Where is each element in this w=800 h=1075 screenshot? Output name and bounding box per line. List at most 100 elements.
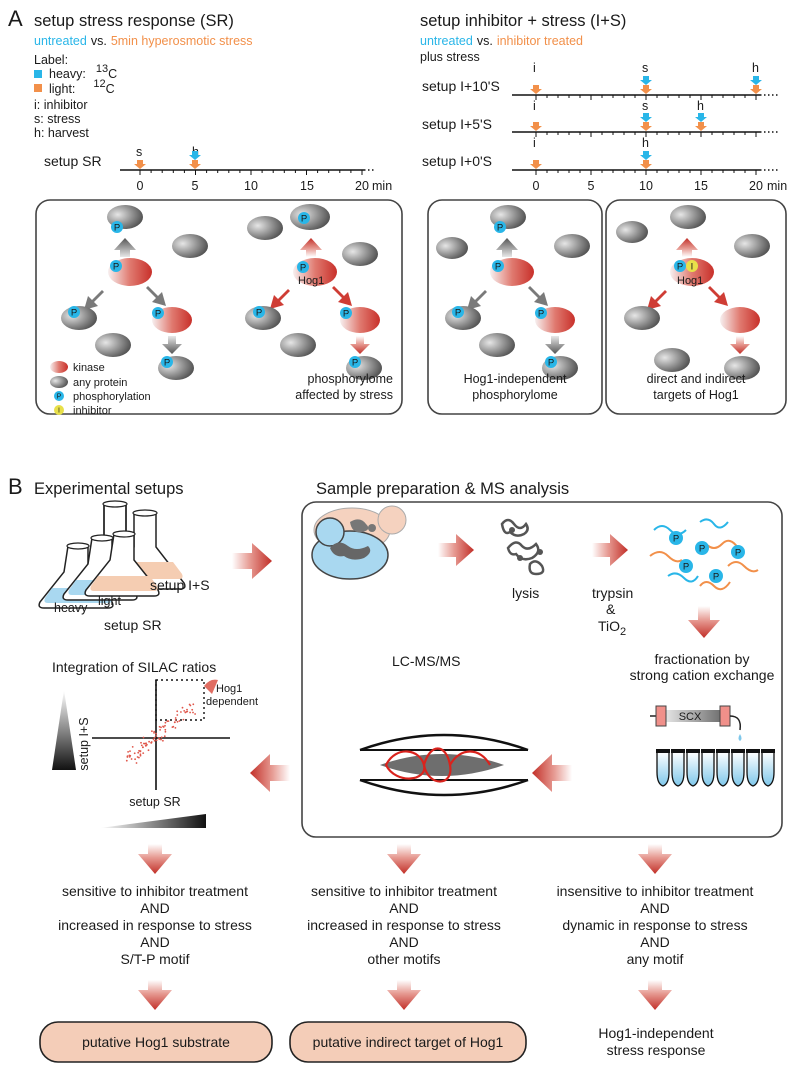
- svg-text:sensitive to inhibitor treatme: sensitive to inhibitor treatment: [62, 883, 248, 899]
- arrow-trypsin: [592, 534, 628, 566]
- yeast-cells: [311, 505, 407, 580]
- criteria-col3: insensitive to inhibitor treatment AND d…: [557, 883, 754, 967]
- heavy-swatch: [34, 70, 42, 78]
- sr-tick-labels: 0 5 10 15 20 min: [137, 179, 393, 193]
- svg-text:h: h: [642, 136, 649, 150]
- box1-left-network: P P P P P: [61, 205, 208, 380]
- svg-text:0: 0: [137, 179, 144, 193]
- svg-text:P: P: [256, 308, 262, 319]
- setup-sr-label: setup SR: [104, 617, 162, 633]
- box1-legend: kinase any protein P phosphorylation I i…: [50, 361, 151, 417]
- arrow-col1: [138, 844, 172, 874]
- svg-text:P: P: [497, 223, 503, 234]
- svg-text:P: P: [713, 572, 719, 583]
- result-independent-1: Hog1-independent: [598, 1025, 713, 1041]
- box-hog1-independent: [427, 199, 603, 415]
- tio2-label: TiO2: [598, 618, 626, 638]
- svg-text:h: h: [752, 61, 759, 75]
- box2-caption-1: Hog1-independent: [464, 372, 567, 386]
- svg-text:P: P: [164, 358, 170, 369]
- is-plus-stress: plus stress: [420, 50, 480, 64]
- svg-text:P: P: [699, 544, 705, 555]
- axis-setup-sr: setup SR: [129, 795, 180, 809]
- svg-text:any protein: any protein: [73, 377, 127, 389]
- amp-label: &: [606, 601, 616, 617]
- svg-text:kinase: kinase: [73, 362, 105, 374]
- flask-heavy-label: heavy: [54, 601, 88, 615]
- svg-text:P: P: [301, 214, 307, 225]
- svg-text:increased in response to stres: increased in response to stress: [58, 917, 252, 933]
- svg-text:i: i: [533, 99, 536, 113]
- svg-text:inhibitor: inhibitor: [73, 405, 112, 417]
- box3-network: P I Hog1: [616, 205, 770, 380]
- lysis-label: lysis: [512, 585, 539, 601]
- svg-text:AND: AND: [640, 900, 670, 916]
- arrow-col2: [387, 844, 421, 874]
- svg-text:min: min: [767, 179, 787, 193]
- svg-text:5: 5: [192, 179, 199, 193]
- arrow-to-lcms: [532, 754, 572, 792]
- svg-text:P: P: [548, 358, 554, 369]
- criteria-col1: sensitive to inhibitor treatment AND inc…: [58, 883, 252, 967]
- svg-text:i: i: [533, 61, 536, 75]
- box1-caption-1: phosphorylome: [308, 372, 394, 386]
- svg-text:0: 0: [533, 179, 540, 193]
- is-timelines: [512, 76, 778, 175]
- arrow-to-integration: [250, 754, 290, 792]
- arrow-result1: [138, 980, 172, 1010]
- svg-text:other motifs: other motifs: [367, 951, 440, 967]
- svg-text:P: P: [673, 534, 679, 545]
- box3-caption-1: direct and indirect: [647, 372, 746, 386]
- lcms-label: LC-MS/MS: [392, 653, 460, 669]
- is-row-label-5: setup I+5'S: [422, 116, 492, 132]
- sr-timeline: [120, 169, 376, 175]
- svg-text:15: 15: [694, 179, 708, 193]
- svg-text:P: P: [538, 309, 544, 320]
- box2-network: P P P P P: [436, 205, 590, 380]
- light-label: light:12C: [49, 78, 115, 96]
- integration-title: Integration of SILAC ratios: [52, 659, 216, 675]
- svg-text:P: P: [71, 308, 77, 319]
- svg-text:i: i: [533, 136, 536, 150]
- svg-text:insensitive to inhibitor treat: insensitive to inhibitor treatment: [557, 883, 754, 899]
- svg-text:AND: AND: [389, 934, 419, 950]
- arrow-fractionation: [688, 606, 720, 638]
- svg-text:P: P: [114, 223, 120, 234]
- sr-row-label: setup SR: [44, 153, 102, 169]
- svg-text:AND: AND: [389, 900, 419, 916]
- heavy-label: heavy:13C: [49, 63, 117, 81]
- legend-harvest: h: harvest: [34, 126, 89, 140]
- result-indirect-target: putative indirect target of Hog1: [313, 1034, 504, 1050]
- axis-setup-is: setup I+S: [77, 717, 91, 770]
- silac-scatter: [52, 679, 230, 828]
- svg-text:any motif: any motif: [627, 951, 684, 967]
- criteria-col2: sensitive to inhibitor treatment AND inc…: [307, 883, 501, 967]
- svg-text:P: P: [677, 262, 683, 273]
- sr-arrow-markers: [134, 151, 201, 169]
- peptides: P P P P P: [649, 518, 759, 591]
- svg-text:increased in response to stres: increased in response to stress: [307, 917, 501, 933]
- fractionation-label-1: fractionation by: [655, 651, 750, 667]
- svg-text:h: h: [697, 99, 704, 113]
- svg-text:P: P: [57, 394, 62, 401]
- box-hog1-targets: [605, 199, 787, 415]
- is-title: setup inhibitor + stress (I+S): [420, 12, 626, 30]
- sample-title: Sample preparation & MS analysis: [316, 480, 569, 498]
- box1-right-network: P P Hog1 P P P: [245, 204, 382, 380]
- svg-text:P: P: [735, 548, 741, 559]
- svg-text:AND: AND: [140, 934, 170, 950]
- sr-title: setup stress response (SR): [34, 12, 234, 30]
- panel-b-letter: B: [8, 474, 23, 499]
- svg-text:10: 10: [639, 179, 653, 193]
- result-independent-2: stress response: [607, 1042, 706, 1058]
- box-stress-phosphorylome: [35, 199, 403, 415]
- svg-text:min: min: [372, 179, 392, 193]
- box1-caption-2: affected by stress: [295, 388, 393, 402]
- box3-caption-2: targets of Hog1: [653, 388, 739, 402]
- svg-text:AND: AND: [140, 900, 170, 916]
- svg-text:I: I: [58, 408, 60, 415]
- hog1-dependent-label-2: dependent: [206, 696, 258, 708]
